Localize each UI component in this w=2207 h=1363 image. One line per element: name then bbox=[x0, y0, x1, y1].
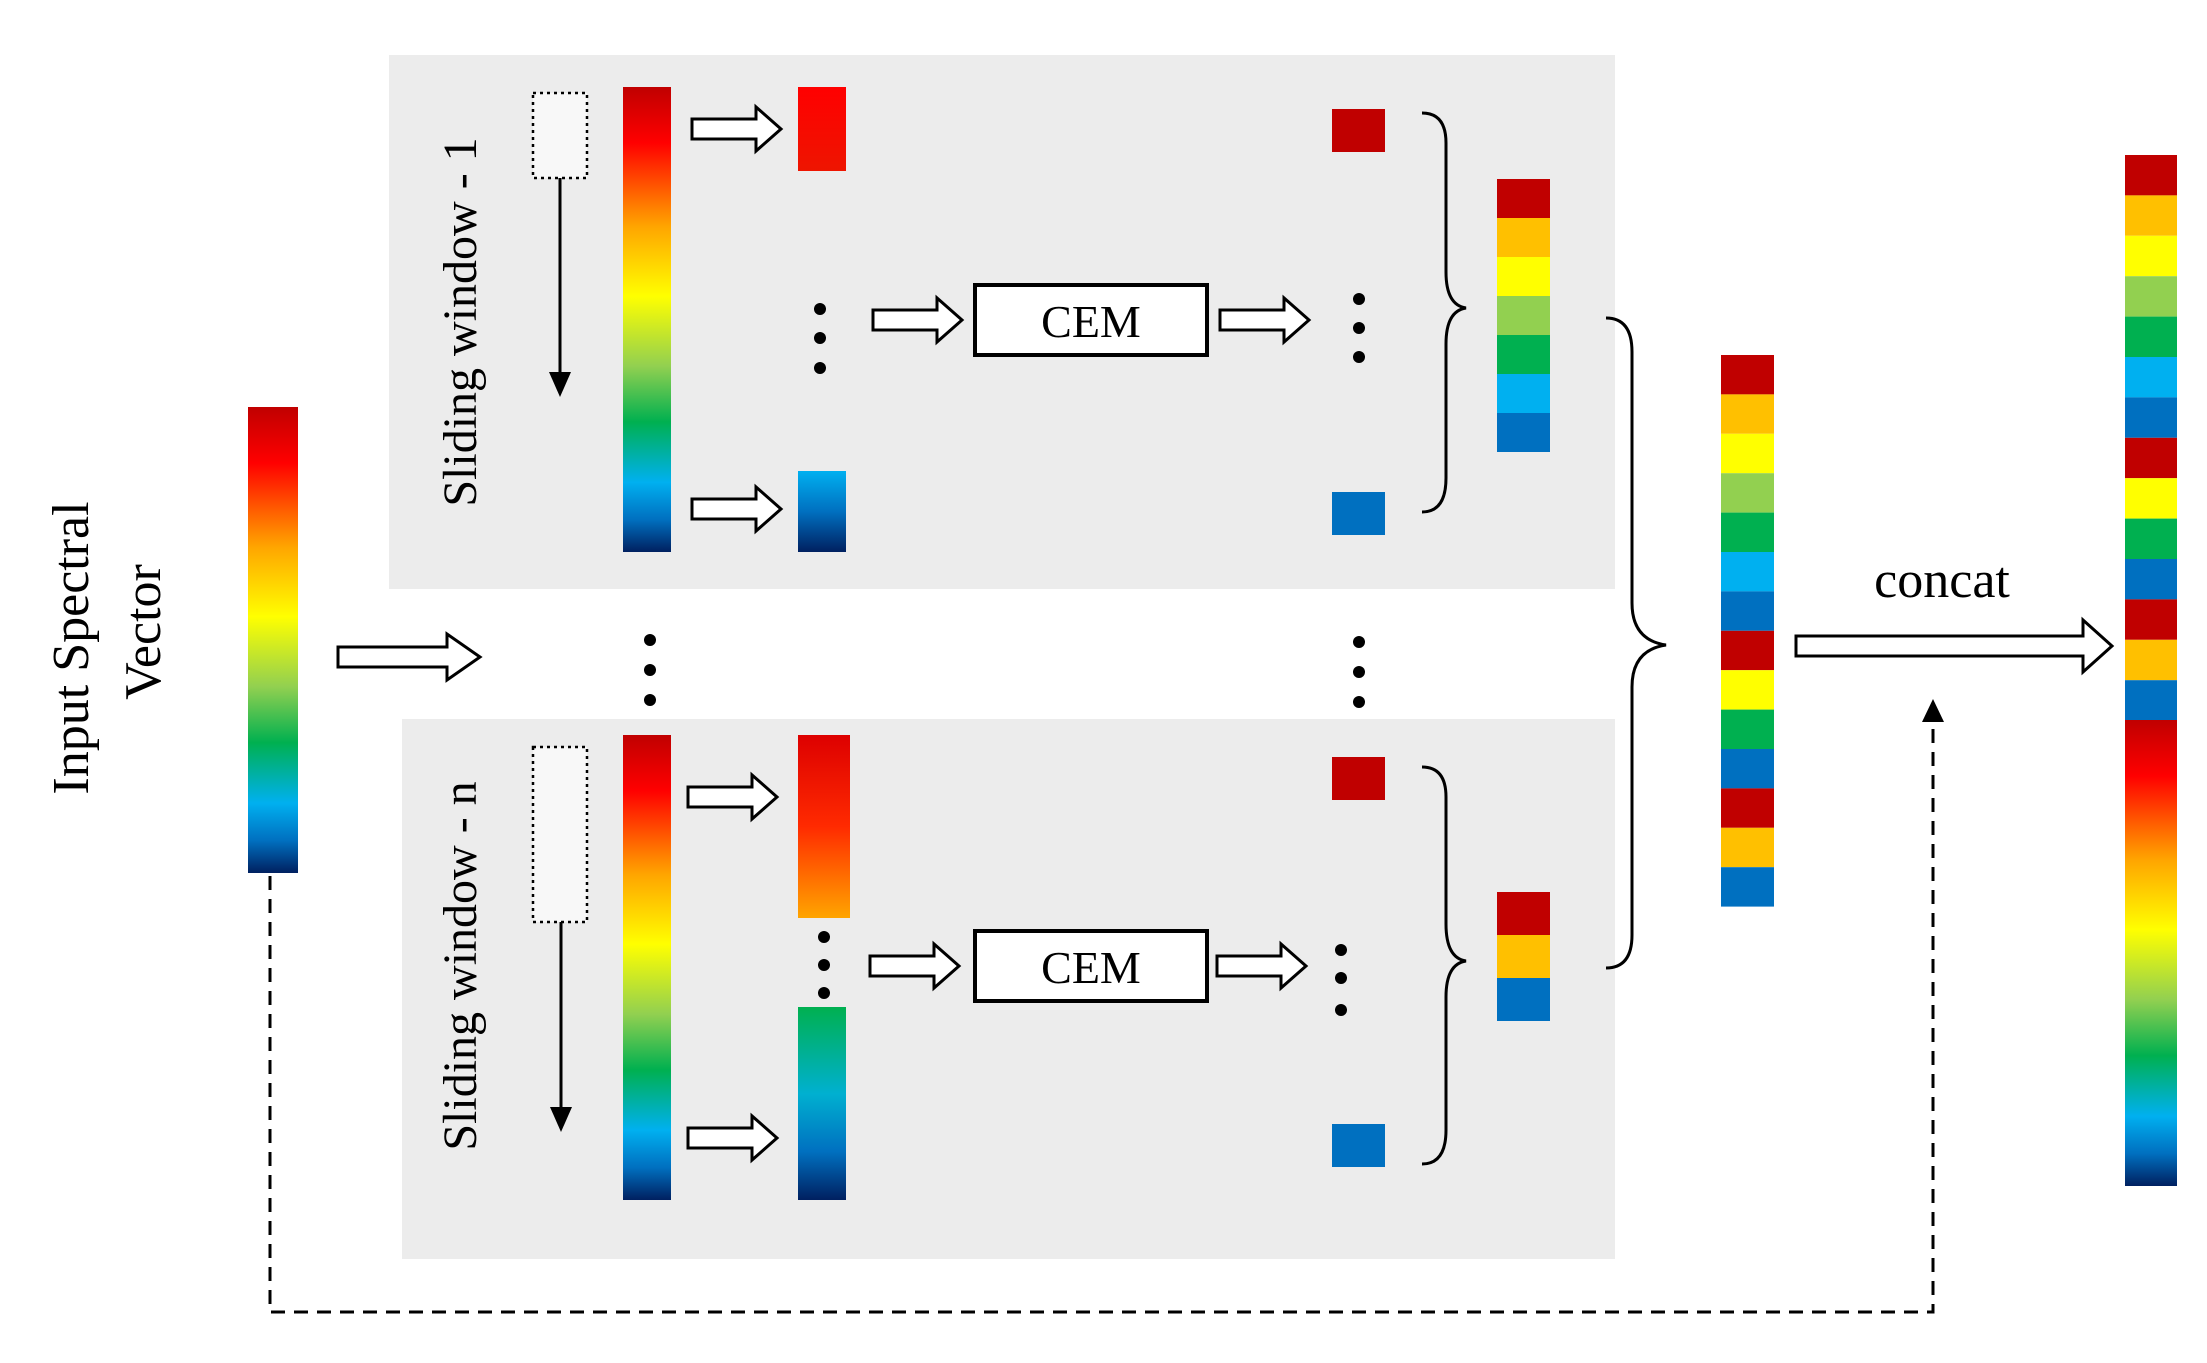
cem-box-bottom: CEM bbox=[973, 929, 1209, 1003]
final-cell-1 bbox=[2125, 155, 2177, 196]
window-n-arrow-a bbox=[686, 771, 780, 823]
window-n-segment-last bbox=[798, 1007, 846, 1200]
merged-cell-10 bbox=[1721, 709, 1774, 749]
final-cell-10 bbox=[2125, 518, 2177, 559]
merged-cell-14 bbox=[1721, 867, 1774, 907]
merged-feature-stack bbox=[1721, 355, 1774, 907]
merged-cell-5 bbox=[1721, 512, 1774, 552]
window-n-label: Sliding window - n bbox=[434, 781, 487, 1150]
window-n-spectrum bbox=[623, 735, 671, 1200]
final-output-stack bbox=[2125, 155, 2177, 721]
input-arrow bbox=[336, 631, 483, 683]
window-1-spectrum bbox=[623, 87, 671, 552]
middle-dots-left bbox=[644, 634, 656, 706]
window-n-arrow-to-cem bbox=[868, 940, 962, 992]
window-1-arrow-a bbox=[690, 103, 784, 155]
input-label-line1: Input Spectral bbox=[43, 501, 100, 794]
final-cell-5 bbox=[2125, 316, 2177, 357]
cem-box-top: CEM bbox=[973, 283, 1209, 357]
final-cell-4 bbox=[2125, 276, 2177, 317]
final-cell-6 bbox=[2125, 357, 2177, 398]
window-n-slide-arrowhead bbox=[550, 1107, 572, 1132]
final-cell-11 bbox=[2125, 559, 2177, 600]
final-cell-2 bbox=[2125, 195, 2177, 236]
window-n-brace bbox=[1421, 765, 1467, 1166]
window-1-cem-output-stack bbox=[1497, 179, 1550, 452]
merged-cell-11 bbox=[1721, 749, 1774, 789]
merge-brace bbox=[1605, 316, 1667, 970]
window-n-arrow-b bbox=[686, 1112, 780, 1164]
final-cell-14 bbox=[2125, 680, 2177, 721]
window-n-arrow-from-cem bbox=[1215, 940, 1309, 992]
window-1-segment-first bbox=[798, 87, 846, 171]
window-n-output-last bbox=[1332, 1124, 1385, 1167]
merged-cell-9 bbox=[1721, 670, 1774, 710]
window-n-output-cell-2 bbox=[1497, 935, 1550, 978]
window-1-output-cell-4 bbox=[1497, 296, 1550, 335]
merged-cell-6 bbox=[1721, 552, 1774, 592]
window-1-dotted-frame bbox=[531, 91, 589, 180]
window-1-arrow-from-cem bbox=[1218, 294, 1312, 346]
window-1-output-cell-1 bbox=[1497, 179, 1550, 218]
input-label: Input Spectral Vector bbox=[43, 501, 172, 794]
window-1-output-last bbox=[1332, 492, 1385, 535]
window-n-dotted-frame bbox=[531, 745, 589, 924]
window-n-cem-output-stack bbox=[1497, 892, 1550, 1021]
window-1-label: Sliding window - 1 bbox=[434, 137, 487, 506]
merged-cell-8 bbox=[1721, 630, 1774, 671]
final-cell-12 bbox=[2125, 599, 2177, 640]
window-n-output-cell-1 bbox=[1497, 892, 1550, 935]
window-1-output-cell-5 bbox=[1497, 335, 1550, 374]
window-1-output-first bbox=[1332, 109, 1385, 152]
window-1-output-cell-6 bbox=[1497, 374, 1550, 413]
window-n-output-first bbox=[1332, 757, 1385, 800]
window-1-slide-arrowhead bbox=[549, 372, 571, 397]
window-1-dots-left bbox=[814, 303, 826, 374]
window-1-segment-last bbox=[798, 471, 846, 552]
merged-cell-13 bbox=[1721, 827, 1774, 868]
cem-label-bottom: CEM bbox=[1041, 942, 1141, 993]
concat-arrow bbox=[1794, 616, 2115, 676]
window-n-dots-right bbox=[1335, 944, 1347, 1016]
skip-connection-arrowhead bbox=[1922, 699, 1944, 722]
input-label-line2: Vector bbox=[115, 564, 172, 700]
final-cell-8 bbox=[2125, 437, 2177, 479]
merged-cell-1 bbox=[1721, 355, 1774, 395]
window-n-segment-first bbox=[798, 735, 850, 918]
merged-cell-2 bbox=[1721, 394, 1774, 434]
merged-cell-3 bbox=[1721, 433, 1774, 474]
window-n-dots-left bbox=[818, 931, 830, 999]
final-cell-9 bbox=[2125, 478, 2177, 519]
window-1-output-cell-2 bbox=[1497, 218, 1550, 257]
skip-connection bbox=[268, 718, 1935, 1314]
window-1-arrow-to-cem bbox=[871, 294, 965, 346]
window-1-output-cell-7 bbox=[1497, 413, 1550, 452]
window-1-output-cell-3 bbox=[1497, 257, 1550, 296]
cem-label-top: CEM bbox=[1041, 296, 1141, 347]
middle-dots-right bbox=[1353, 636, 1365, 708]
window-1-dots-right bbox=[1353, 293, 1365, 363]
final-output-spectrum bbox=[2125, 720, 2177, 1186]
final-cell-3 bbox=[2125, 235, 2177, 277]
merged-cell-4 bbox=[1721, 473, 1774, 513]
final-cell-7 bbox=[2125, 397, 2177, 438]
window-1-arrow-b bbox=[690, 483, 784, 535]
input-spectral-bar bbox=[248, 407, 298, 873]
final-cell-13 bbox=[2125, 639, 2177, 681]
merged-cell-12 bbox=[1721, 788, 1774, 828]
merged-cell-7 bbox=[1721, 591, 1774, 631]
concat-label: concat bbox=[1874, 552, 2010, 609]
window-1-brace bbox=[1421, 111, 1467, 514]
window-n-output-cell-3 bbox=[1497, 978, 1550, 1021]
